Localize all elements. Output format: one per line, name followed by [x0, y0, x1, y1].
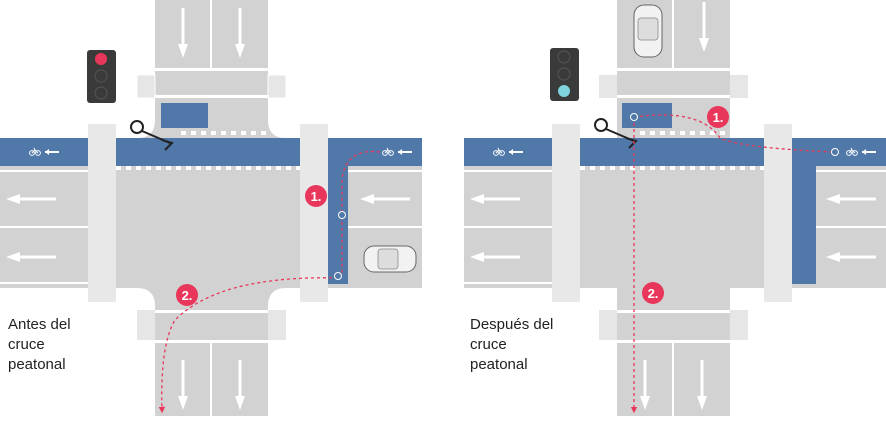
light-yellow: [557, 67, 571, 81]
bike-lane-west: [464, 138, 552, 166]
marker-2: 2.: [176, 284, 198, 306]
marker-2-label: 2.: [182, 288, 193, 303]
marker-1: 1.: [707, 106, 729, 128]
bike-lane-vertical: [328, 166, 348, 284]
car-icon: [633, 4, 663, 58]
marker-1-label: 1.: [713, 110, 724, 125]
bike-lane-west: [0, 138, 88, 166]
light-yellow: [94, 69, 108, 83]
marker-1: 1.: [305, 185, 327, 207]
light-red: [95, 53, 107, 65]
crosswalk-east: [300, 138, 328, 288]
car-icon: [363, 245, 417, 273]
marker-2: 2.: [642, 282, 664, 304]
panel-before: 1. 2.: [0, 0, 422, 416]
marker-1-label: 1.: [311, 189, 322, 204]
bike-lane-center: [116, 138, 300, 166]
caption-before: Antes del cruce peatonal: [8, 316, 71, 373]
bike-box-top: [161, 103, 208, 128]
stop-line-pointer: [594, 118, 638, 149]
cyclist-path-2: [158, 277, 339, 414]
crosswalk-west: [88, 138, 116, 288]
crosswalk-west: [552, 138, 580, 288]
light-red: [557, 50, 571, 64]
bike-lane-vertical: [792, 138, 816, 284]
marker-2-label: 2.: [648, 286, 659, 301]
stop-line-pointer: [130, 120, 174, 151]
traffic-light: [550, 48, 579, 101]
bike-lane-center: [580, 138, 764, 166]
traffic-light: [87, 50, 116, 103]
light-green: [94, 86, 108, 100]
crosswalk-east: [764, 138, 792, 288]
crosswalk-dashes-top: [176, 131, 268, 135]
caption-after: Después del cruce peatonal: [470, 316, 554, 373]
panel-after: 1. 2.: [464, 0, 886, 416]
light-green: [558, 85, 570, 97]
cyclist-path-1: [633, 114, 836, 153]
cyclist-path-1: [341, 150, 381, 276]
